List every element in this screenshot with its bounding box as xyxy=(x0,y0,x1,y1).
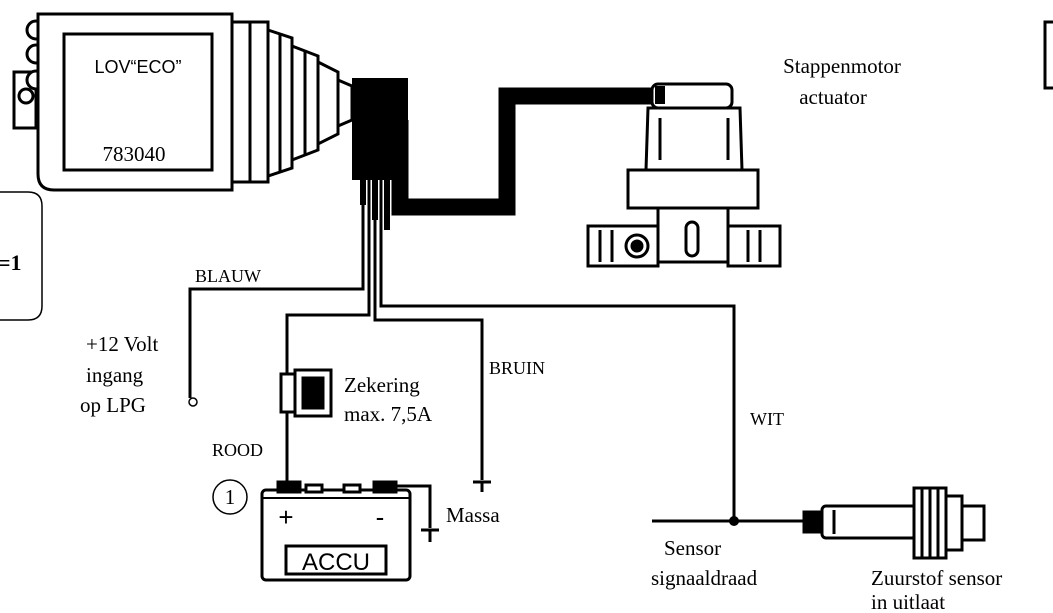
side-box-text: =1 xyxy=(0,250,22,275)
input-12v-line3: op LPG xyxy=(80,393,146,417)
actuator-connector xyxy=(655,86,665,104)
wire-rood xyxy=(285,180,371,380)
wire-label-rood: ROOD xyxy=(212,440,263,460)
oxygen-sensor-line2: in uitlaat xyxy=(871,590,945,613)
input-12v-line1: +12 Volt xyxy=(86,332,159,356)
stepper-motor-icon xyxy=(586,82,782,268)
wire-harness xyxy=(352,78,656,230)
oxygen-sensor-line1: Zuurstof sensor xyxy=(871,566,1002,590)
sensor-wire-line1: Sensor xyxy=(664,536,721,560)
wires xyxy=(188,180,808,528)
junction-dot xyxy=(729,516,739,526)
wire-label-blauw: BLAUW xyxy=(195,266,261,286)
oxygen-sensor-icon xyxy=(802,486,986,560)
battery-label: ACCU xyxy=(302,549,370,576)
right-edge-fragment xyxy=(1043,20,1053,90)
actuator-label-line2: actuator xyxy=(799,85,867,109)
actuator-label-line1: Stappenmotor xyxy=(783,54,901,78)
ecu-code-label: 783040 xyxy=(103,142,166,166)
fuse-label-line1: Zekering xyxy=(344,373,420,397)
ecu-name-label: LOV“ECO” xyxy=(94,57,181,77)
battery-icon xyxy=(260,480,412,582)
input-12v-line2: ingang xyxy=(86,363,144,387)
ground-icon xyxy=(421,480,491,542)
wire-wit xyxy=(379,180,736,521)
wire-label-bruin: BRUIN xyxy=(489,358,545,378)
battery-minus: - xyxy=(376,502,385,532)
wire-blauw xyxy=(188,180,365,398)
battery-number: 1 xyxy=(225,485,236,509)
wire-label-wit: WIT xyxy=(750,409,784,429)
wire-bruin xyxy=(373,180,484,480)
fuse-icon xyxy=(279,368,333,418)
ground-label: Massa xyxy=(446,503,500,527)
side-box xyxy=(0,191,43,321)
battery-number-circle xyxy=(212,479,248,515)
ecu-unit xyxy=(12,12,354,192)
battery-plus: + xyxy=(278,502,293,532)
terminal-12v-icon xyxy=(188,397,198,407)
sensor-wire-line2: signaaldraad xyxy=(651,566,758,590)
fuse-label-line2: max. 7,5A xyxy=(344,402,433,426)
